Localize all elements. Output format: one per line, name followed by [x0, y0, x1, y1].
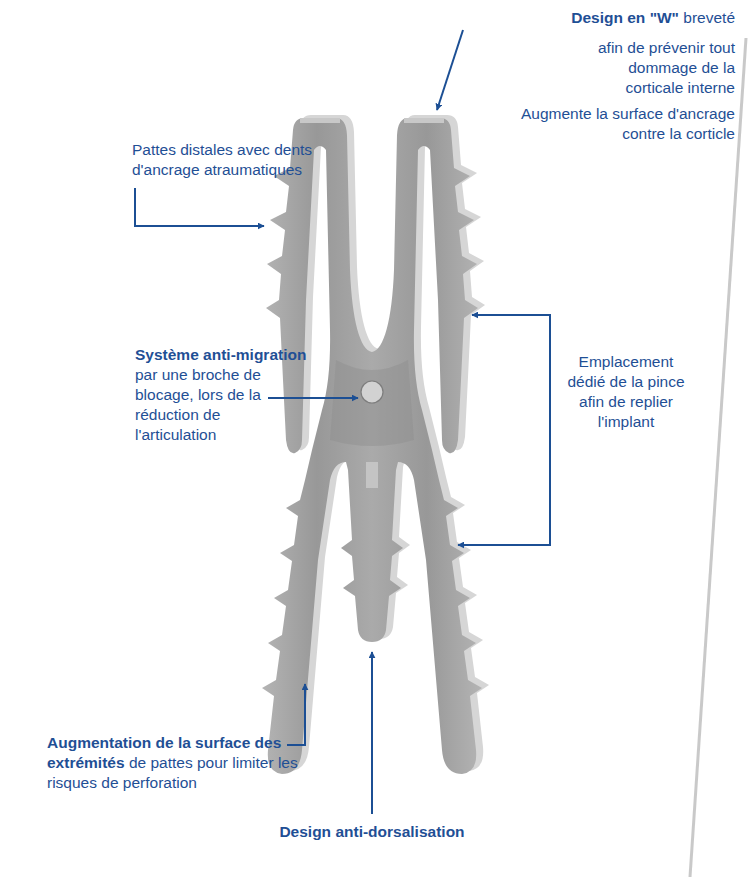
- callout-text: par une broche de blocage, lors de la ré…: [135, 366, 261, 443]
- separator-line: [690, 38, 746, 877]
- callout-text: Pattes distales avec dents d'ancrage atr…: [132, 141, 312, 178]
- callout-title: Design en "W": [571, 9, 679, 26]
- callout-label: Système anti-migrationpar une broche de …: [135, 345, 270, 445]
- callout-heading: Design en "W"breveté: [435, 8, 735, 28]
- callout-text: breveté: [683, 9, 735, 26]
- callout-label: Augmentation de la surface des extrémité…: [47, 733, 309, 793]
- tongue-slot: [366, 462, 378, 488]
- callout-text: afin de prévenir tout dommage de la cort…: [598, 39, 735, 96]
- callout-title: Design anti-dorsalisation: [279, 823, 464, 840]
- callout-note: Augmente la surface d'ancrage contre la …: [520, 104, 735, 144]
- callout-label: Pattes distales avec dents d'ancrage atr…: [132, 140, 332, 180]
- pin-hole: [361, 381, 383, 403]
- implant-hub-band: [330, 360, 414, 446]
- leg-top: [404, 118, 444, 123]
- callout-text: Augmente la surface d'ancrage contre la …: [521, 105, 735, 142]
- callout-note: afin de prévenir tout dommage de la cort…: [593, 38, 735, 98]
- leader-line: [371, 652, 373, 814]
- callout-text: Emplacement dédié de la pince afin de re…: [567, 353, 684, 430]
- leader-bracket: [458, 315, 550, 545]
- leader-line: [287, 684, 305, 745]
- leader-line: [268, 397, 358, 399]
- callout-label: Emplacement dédié de la pince afin de re…: [562, 352, 690, 432]
- leader-line: [135, 188, 264, 226]
- leader-line: [437, 30, 463, 110]
- leg-top: [300, 118, 340, 123]
- callout-title: Système anti-migration: [135, 345, 270, 365]
- callout-heading: Design anti-dorsalisation: [222, 822, 522, 842]
